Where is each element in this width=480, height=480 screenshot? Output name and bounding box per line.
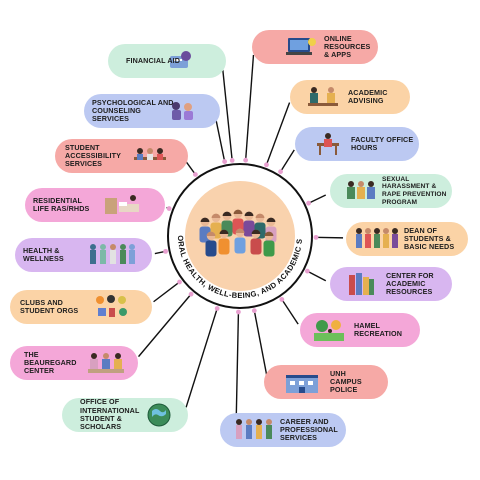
student-figure [263, 231, 275, 257]
connector-dot [229, 158, 235, 163]
connector-dot [166, 206, 172, 211]
node-label: THE BEAUREGARD CENTER [24, 349, 77, 376]
connector-dot [214, 306, 220, 311]
node-financial-aid[interactable]: FINANCIAL AID [108, 44, 226, 78]
connector-dot [188, 291, 194, 297]
node-faculty-office-hours[interactable]: FACULTY OFFICE HOURS [295, 127, 419, 161]
connector-dot [313, 234, 319, 240]
node-unh-campus-police[interactable]: UNH CAMPUS POLICE [264, 365, 388, 399]
node-career-professional[interactable]: CAREER AND PROFESSIONAL SERVICES [220, 413, 346, 447]
node-online-resources[interactable]: ONLINE RESOURCES & APPS [252, 30, 378, 64]
node-label: FACULTY OFFICE HOURS [351, 134, 414, 152]
connector-line [133, 292, 193, 363]
node-label: OFFICE OF INTERNATIONAL STUDENT & SCHOLA… [80, 397, 140, 432]
node-hamel-recreation[interactable]: HAMEL RECREATION [300, 313, 420, 347]
students-group-illustration [199, 209, 277, 257]
globe-icon [146, 402, 172, 428]
connector-dot [236, 309, 241, 315]
connector-dot [192, 172, 198, 177]
connector-line [244, 47, 255, 163]
laptop-icon [284, 34, 318, 60]
prevention-program-icon [344, 178, 378, 204]
node-academic-advising[interactable]: ACADEMIC ADVISING [290, 80, 410, 114]
financial-aid-icon [166, 48, 196, 74]
node-label: RESIDENTIAL LIFE RAS/RHDS [33, 195, 90, 213]
connector-dot [243, 157, 249, 163]
node-residential-life[interactable]: RESIDENTIAL LIFE RAS/RHDS [25, 188, 165, 222]
clubs-icon [94, 294, 130, 320]
node-health-wellness[interactable]: HEALTH & WELLNESS [15, 238, 152, 272]
node-psychological-counseling[interactable]: PSYCHOLOGICAL AND COUNSELING SERVICES [84, 94, 220, 128]
node-label: ONLINE RESOURCES & APPS [324, 33, 371, 60]
node-center-academic-resources[interactable]: CENTER FOR ACADEMIC RESOURCES [330, 267, 452, 301]
node-beauregard-center[interactable]: THE BEAUREGARD CENTER [10, 346, 138, 380]
connector-dot [163, 248, 168, 254]
counseling-icon [166, 98, 196, 124]
connector-line [183, 306, 219, 415]
books-icon [346, 271, 376, 297]
office-hours-icon [315, 131, 341, 157]
student-figure [218, 229, 230, 255]
node-label: CLUBS AND STUDENT ORGS [20, 297, 79, 315]
student-figure [234, 228, 246, 254]
connector-line [253, 308, 269, 383]
student-figure [205, 231, 217, 257]
node-sexual-harassment-prevention[interactable]: SEXUAL HARASSMENT & RAPE PREVENTION PROG… [330, 174, 452, 208]
residential-life-icon [103, 192, 143, 218]
beauregard-center-icon [86, 350, 126, 376]
student-figure [243, 211, 255, 237]
connector-dot [251, 308, 257, 314]
student-figure [250, 229, 262, 255]
node-student-accessibility[interactable]: STUDENT ACCESSIBILITY SERVICES [55, 139, 188, 173]
connector-dot [304, 268, 310, 274]
connector-line [265, 95, 293, 167]
node-label: CAREER AND PROFESSIONAL SERVICES [280, 416, 338, 443]
dean-of-students-icon [354, 226, 400, 252]
node-label: DEAN OF STUDENTS & BASIC NEEDS [404, 225, 455, 252]
recreation-icon [314, 317, 344, 343]
node-label: UNH CAMPUS POLICE [330, 368, 362, 395]
connector-line [235, 309, 240, 431]
node-label: PSYCHOLOGICAL AND COUNSELING SERVICES [92, 97, 174, 124]
node-label: STUDENT ACCESSIBILITY SERVICES [65, 142, 121, 169]
student-figure [221, 211, 233, 237]
connector-dot [306, 200, 311, 206]
node-label: HAMEL RECREATION [354, 320, 402, 338]
node-label: CENTER FOR ACADEMIC RESOURCES [386, 270, 434, 297]
node-label: ACADEMIC ADVISING [348, 87, 388, 105]
accessibility-icon [132, 143, 168, 169]
connector-dot [279, 297, 285, 302]
connector-dot [177, 279, 182, 285]
node-clubs-student-orgs[interactable]: CLUBS AND STUDENT ORGS [10, 290, 152, 324]
police-building-icon [284, 369, 320, 395]
node-international-students[interactable]: OFFICE OF INTERNATIONAL STUDENT & SCHOLA… [62, 398, 188, 432]
connector-dot [278, 169, 283, 175]
node-label: HEALTH & WELLNESS [23, 245, 64, 263]
node-label: FINANCIAL AID [126, 55, 181, 65]
connector-dot [222, 159, 228, 164]
node-dean-of-students[interactable]: DEAN OF STUDENTS & BASIC NEEDS [346, 222, 468, 256]
health-wellness-icon [88, 242, 136, 268]
career-services-icon [234, 417, 278, 443]
connector-line [221, 61, 234, 163]
advising-icon [306, 84, 340, 110]
connector-dot [264, 162, 269, 168]
node-label: SEXUAL HARASSMENT & RAPE PREVENTION PROG… [382, 175, 447, 206]
